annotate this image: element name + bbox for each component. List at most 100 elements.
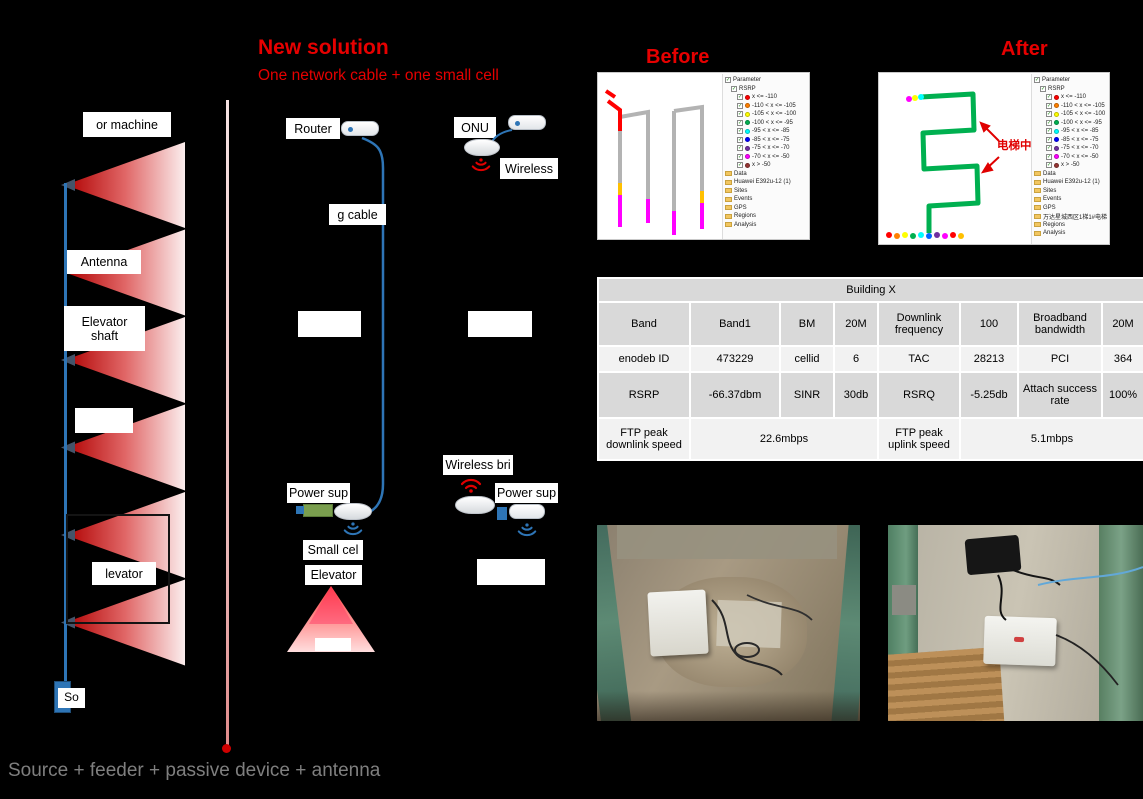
label-router: Router — [286, 118, 340, 139]
range-color-dot — [1054, 137, 1059, 143]
legend-range-row: ✓ -70 < x <= -50 — [737, 153, 790, 160]
rainbow-dots — [886, 232, 964, 239]
after-trace-graphic — [886, 91, 1000, 239]
table-cell: SINR — [779, 371, 835, 419]
range-color-dot — [745, 111, 750, 117]
folder-icon — [1034, 179, 1041, 185]
label-network-cable: g cable — [329, 204, 386, 225]
legend-range-row: ✓ -85 < x <= -75 — [737, 136, 790, 143]
legend-tree-row: Sites — [1034, 187, 1108, 196]
concrete-strip — [617, 525, 837, 559]
folder-icon — [725, 213, 732, 219]
checkbox-icon: ✓ — [737, 111, 743, 118]
building-results-table: Building X Band Band1 BM 20M Downlink fr… — [596, 277, 1143, 461]
checkbox-icon: ✓ — [737, 136, 743, 143]
legend-tree-row: Analysis — [725, 221, 808, 230]
folder-icon — [1034, 213, 1041, 219]
power-connector-1 — [296, 506, 304, 514]
legend-tree-row: 万达星城西区1梯1#电梯 — [1034, 212, 1108, 221]
legend-tree-row: GPS — [1034, 204, 1108, 213]
legend-range-row: ✓ -110 < x <= -105 — [1046, 102, 1105, 109]
coverage-beam-graphic — [287, 586, 375, 652]
power-connector-2 — [497, 507, 507, 520]
table-cell: 100% — [1100, 371, 1143, 419]
legend-metric-row: ✓ RSRP — [731, 85, 756, 92]
table-cell: FTP peak downlink speed — [597, 417, 691, 461]
legend-range-row: ✓ -75 < x <= -70 — [737, 145, 790, 152]
small-cell-device — [334, 503, 372, 520]
legend-range-row: ✓ -105 < x <= -100 — [737, 111, 797, 118]
bridge-device-top — [508, 115, 546, 130]
table-row: RSRP -66.37dbm SINR 30db RSRQ -5.25db At… — [597, 371, 1143, 419]
table-cell: BM — [779, 301, 835, 347]
onu-device — [464, 139, 500, 156]
table-cell: Attach success rate — [1017, 371, 1103, 419]
table-cell: 20M — [1100, 301, 1143, 347]
range-color-dot — [745, 128, 750, 134]
folder-icon — [1034, 188, 1041, 194]
table-cell: -5.25db — [959, 371, 1019, 419]
checkbox-icon: ✓ — [1046, 102, 1052, 109]
bridge-led — [515, 121, 520, 126]
checkbox-icon: ✓ — [737, 128, 743, 135]
label-source: So — [58, 688, 85, 708]
table-cell: Broadband bandwidth — [1017, 301, 1103, 347]
legend-tree-row: Data — [725, 170, 808, 179]
label-box-blank-4 — [477, 559, 545, 585]
legend-tree-row: Analysis — [1034, 229, 1108, 238]
before-title: Before — [646, 46, 710, 68]
legend-tree-list: Data Huawei E392u-12 (1) Sites E — [725, 170, 808, 230]
label-wireless-bridge: Wireless bri — [443, 455, 513, 475]
annotation-arrows — [979, 121, 1000, 174]
range-color-dot — [745, 145, 750, 151]
wifi-icon-blue-1 — [343, 522, 363, 536]
legend-tree-row: Events — [1034, 195, 1108, 204]
legend-tree-row: Sites — [725, 187, 808, 196]
cables-graphic-2 — [997, 566, 1143, 686]
label-elevator-old: levator — [92, 562, 156, 585]
table-cell: 364 — [1100, 345, 1143, 373]
after-title: After — [1001, 38, 1048, 60]
legend-tree-row: Events — [725, 195, 808, 204]
checkbox-icon: ✓ — [737, 162, 743, 169]
range-color-dot — [1054, 162, 1059, 168]
folder-icon — [725, 188, 732, 194]
checkbox-icon: ✓ — [737, 102, 743, 109]
table-cell: PCI — [1017, 345, 1103, 373]
after-drive-test-panel: 电梯中 ✓ Parameter ✓ RSRP ✓ x <= -110 — [878, 72, 1110, 245]
legend-range-row: ✓ x <= -110 — [737, 94, 777, 101]
table-row: enodeb ID 473229 cellid 6 TAC 28213 PCI … — [597, 345, 1143, 373]
router-led — [348, 127, 353, 132]
table-row: Band Band1 BM 20M Downlink frequency 100… — [597, 301, 1143, 347]
rsrp-range-list: ✓ x <= -110 ✓ -110 < x <= -105 ✓ -105 < — [725, 93, 808, 170]
table-title-cell: Building X — [596, 277, 1143, 303]
range-color-dot — [1054, 103, 1059, 109]
table-row: FTP peak downlink speed 22.6mbps FTP pea… — [597, 417, 1143, 461]
folder-icon — [725, 205, 732, 211]
legend-range-row: ✓ -85 < x <= -75 — [1046, 136, 1099, 143]
range-color-dot — [745, 94, 750, 100]
old-solution-caption: Source + feeder + passive device + anten… — [8, 760, 381, 781]
new-solution-subtitle: One network cable + one small cell — [258, 67, 499, 84]
label-box-blank-3 — [468, 311, 532, 337]
table-cell: FTP peak uplink speed — [877, 417, 961, 461]
legend-range-row: ✓ x <= -110 — [1046, 94, 1086, 101]
checkbox-icon: ✓ — [737, 119, 743, 126]
folder-icon — [1034, 196, 1041, 202]
label-elevator-shaft: Elevator shaft — [64, 306, 145, 351]
folder-icon — [725, 196, 732, 202]
label-box-blank-1 — [75, 408, 133, 433]
legend-tree-list: Data Huawei E392u-12 (1) Sites E — [1034, 170, 1108, 238]
table-cell: Downlink frequency — [877, 301, 961, 347]
checkbox-icon: ✓ — [1034, 77, 1040, 84]
wifi-icon-red-1 — [471, 158, 491, 172]
legend-tree-row: Regions — [725, 212, 808, 221]
range-color-dot — [1054, 111, 1059, 117]
label-power-supply-2: Power sup — [495, 483, 558, 503]
checkbox-icon: ✓ — [1046, 136, 1052, 143]
table-cell: 22.6mbps — [689, 417, 879, 461]
checkbox-icon: ✓ — [1046, 128, 1052, 135]
checkbox-icon: ✓ — [1046, 162, 1052, 169]
range-color-dot — [1054, 128, 1059, 134]
